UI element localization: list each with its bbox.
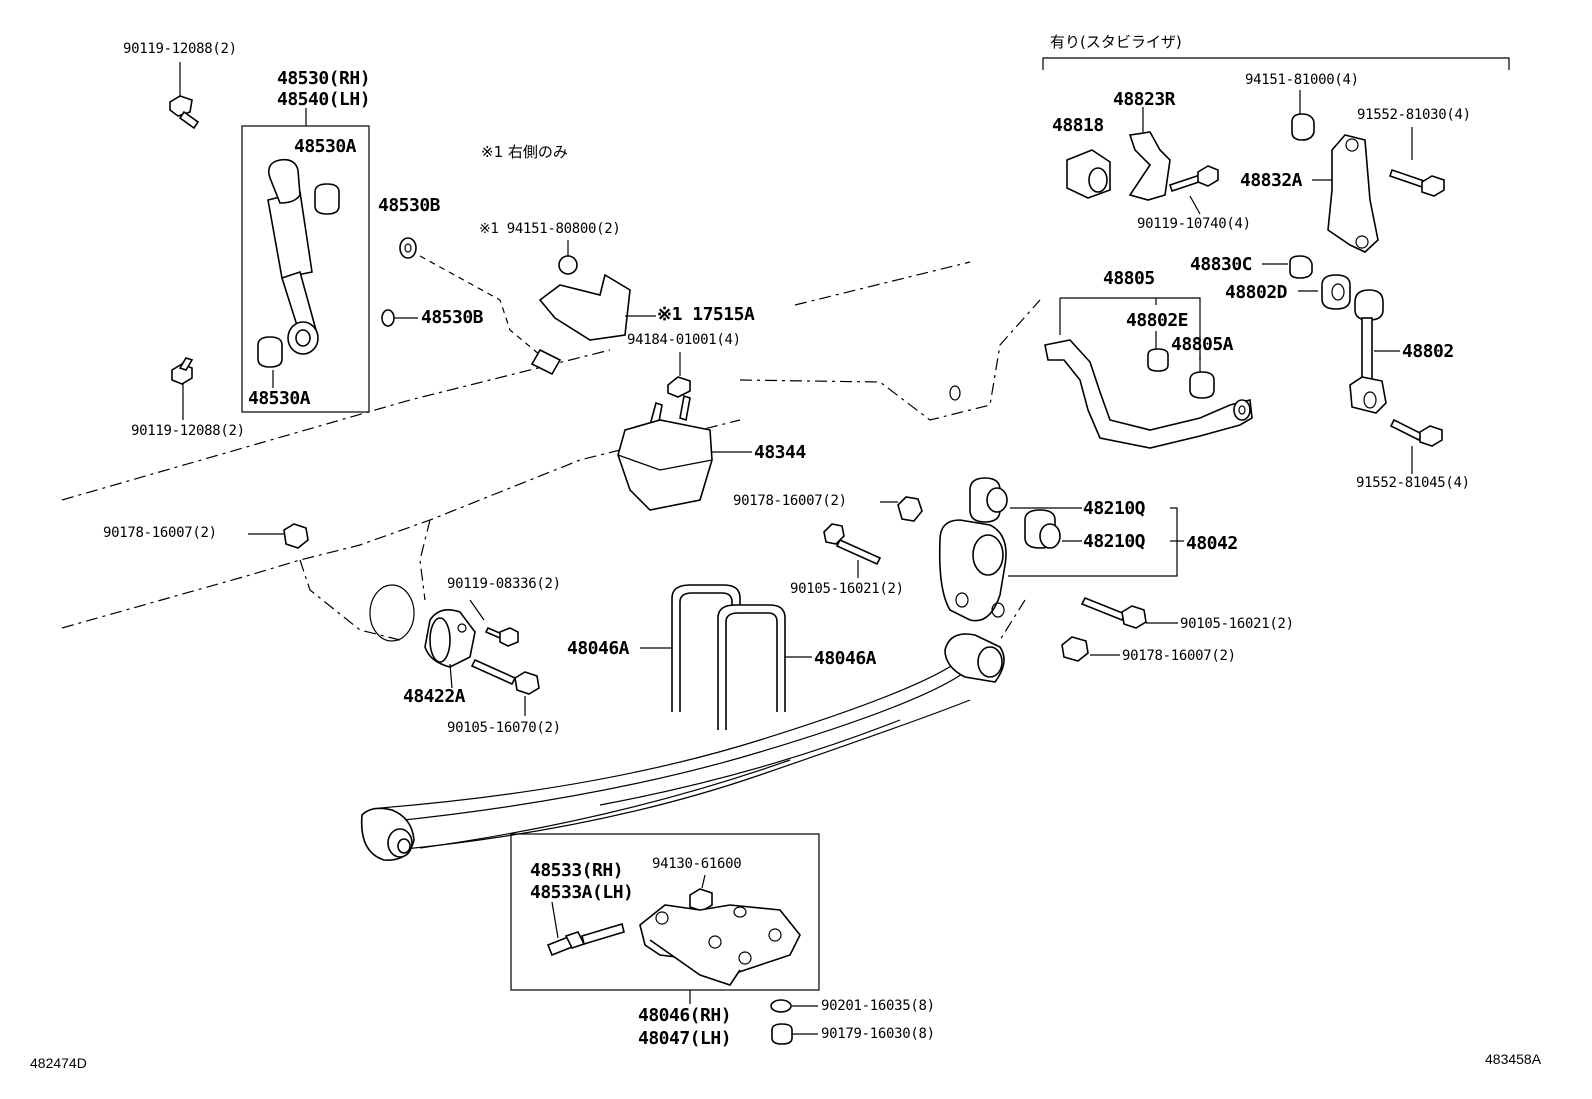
nut-90178-16007-mid	[880, 496, 923, 522]
label-48042: 48042	[1186, 533, 1238, 554]
note-right-side-only: ※1 右側のみ	[481, 143, 568, 161]
label-48832a: 48832A	[1240, 170, 1303, 191]
label-91552-81045: 91552-81045(4)	[1356, 475, 1470, 491]
bolt-90105-16021-mid	[823, 523, 882, 578]
diagram-code-right: 483458A	[1485, 1051, 1542, 1067]
label-48802: 48802	[1402, 341, 1454, 362]
label-48805a: 48805A	[1171, 334, 1234, 355]
label-48046-rh: 48046(RH)	[638, 1005, 732, 1026]
bushing-48042	[938, 477, 1184, 622]
label-90119-12088-bottom: 90119-12088(2)	[131, 423, 245, 439]
label-48540-lh: 48540(LH)	[277, 89, 371, 110]
label-90179-16030: 90179-16030(8)	[821, 1026, 935, 1042]
label-48805: 48805	[1103, 268, 1155, 289]
bolt-90119-12088-bottom	[171, 357, 194, 420]
bolt-90119-12088-top	[169, 62, 200, 130]
label-94184-01001: 94184-01001(4)	[627, 332, 741, 348]
label-48533-rh: 48533(RH)	[530, 860, 624, 881]
u-bolts-48046a	[640, 584, 812, 730]
label-94151-80800: ※1 94151-80800(2)	[479, 221, 621, 237]
label-48830c: 48830C	[1190, 254, 1253, 275]
label-90119-10740: 90119-10740(4)	[1137, 216, 1251, 232]
label-94151-81000: 94151-81000(4)	[1245, 72, 1359, 88]
label-90105-16021-right: 90105-16021(2)	[1180, 616, 1294, 632]
label-90119-08336: 90119-08336(2)	[447, 576, 561, 592]
label-90201-16035: 90201-16035(8)	[821, 998, 935, 1014]
label-48802d: 48802D	[1225, 282, 1288, 303]
leaf-spring	[360, 633, 1005, 861]
label-48530a-bottom: 48530A	[248, 388, 311, 409]
nut-90178-16007-right	[1061, 636, 1120, 662]
bump-stopper-48344	[617, 352, 752, 511]
label-48823r: 48823R	[1113, 89, 1176, 110]
label-90105-16070: 90105-16070(2)	[447, 720, 561, 736]
label-90178-16007-right: 90178-16007(2)	[1122, 648, 1236, 664]
stabilizer-header: 有り(スタビライザ)	[1050, 33, 1182, 51]
label-48210q-a: 48210Q	[1083, 498, 1146, 519]
label-91552-81030: 91552-81030(4)	[1357, 107, 1471, 123]
label-48530b-top: 48530B	[378, 195, 441, 216]
label-90105-16021-mid: 90105-16021(2)	[790, 581, 904, 597]
shock-absorber-group	[241, 108, 370, 413]
label-48530-rh: 48530(RH)	[277, 68, 371, 89]
label-48530b-mid: 48530B	[421, 307, 484, 328]
label-48344: 48344	[754, 442, 806, 463]
label-48802e: 48802E	[1126, 310, 1189, 331]
label-90178-16007-left: 90178-16007(2)	[103, 525, 217, 541]
bracket-17515a	[538, 240, 656, 341]
label-90119-12088-top: 90119-12088(2)	[123, 41, 237, 57]
label-48533a-lh: 48533A(LH)	[530, 882, 634, 903]
label-48046a-left: 48046A	[567, 638, 630, 659]
label-48422a: 48422A	[403, 686, 466, 707]
frame-outline	[61, 261, 1041, 642]
stabilizer-header-bracket	[1042, 57, 1510, 70]
nut-90178-16007-left	[248, 523, 309, 549]
bracket-48422a	[424, 599, 540, 716]
label-48046a-right: 48046A	[814, 648, 877, 669]
label-17515a: ※1 17515A	[657, 304, 755, 325]
label-48818: 48818	[1052, 115, 1104, 136]
label-48210q-b: 48210Q	[1083, 531, 1146, 552]
spring-hanger-group	[510, 833, 820, 1045]
label-90178-16007-mid: 90178-16007(2)	[733, 493, 847, 509]
label-94130-61600: 94130-61600	[652, 856, 742, 872]
diagram-code-left: 482474D	[30, 1055, 87, 1071]
label-48047-lh: 48047(LH)	[638, 1028, 732, 1049]
label-48530a-top: 48530A	[294, 136, 357, 157]
washers-48530b	[381, 237, 562, 376]
bolt-90105-16021-right	[1080, 596, 1178, 629]
stabilizer-parts	[1044, 90, 1445, 474]
